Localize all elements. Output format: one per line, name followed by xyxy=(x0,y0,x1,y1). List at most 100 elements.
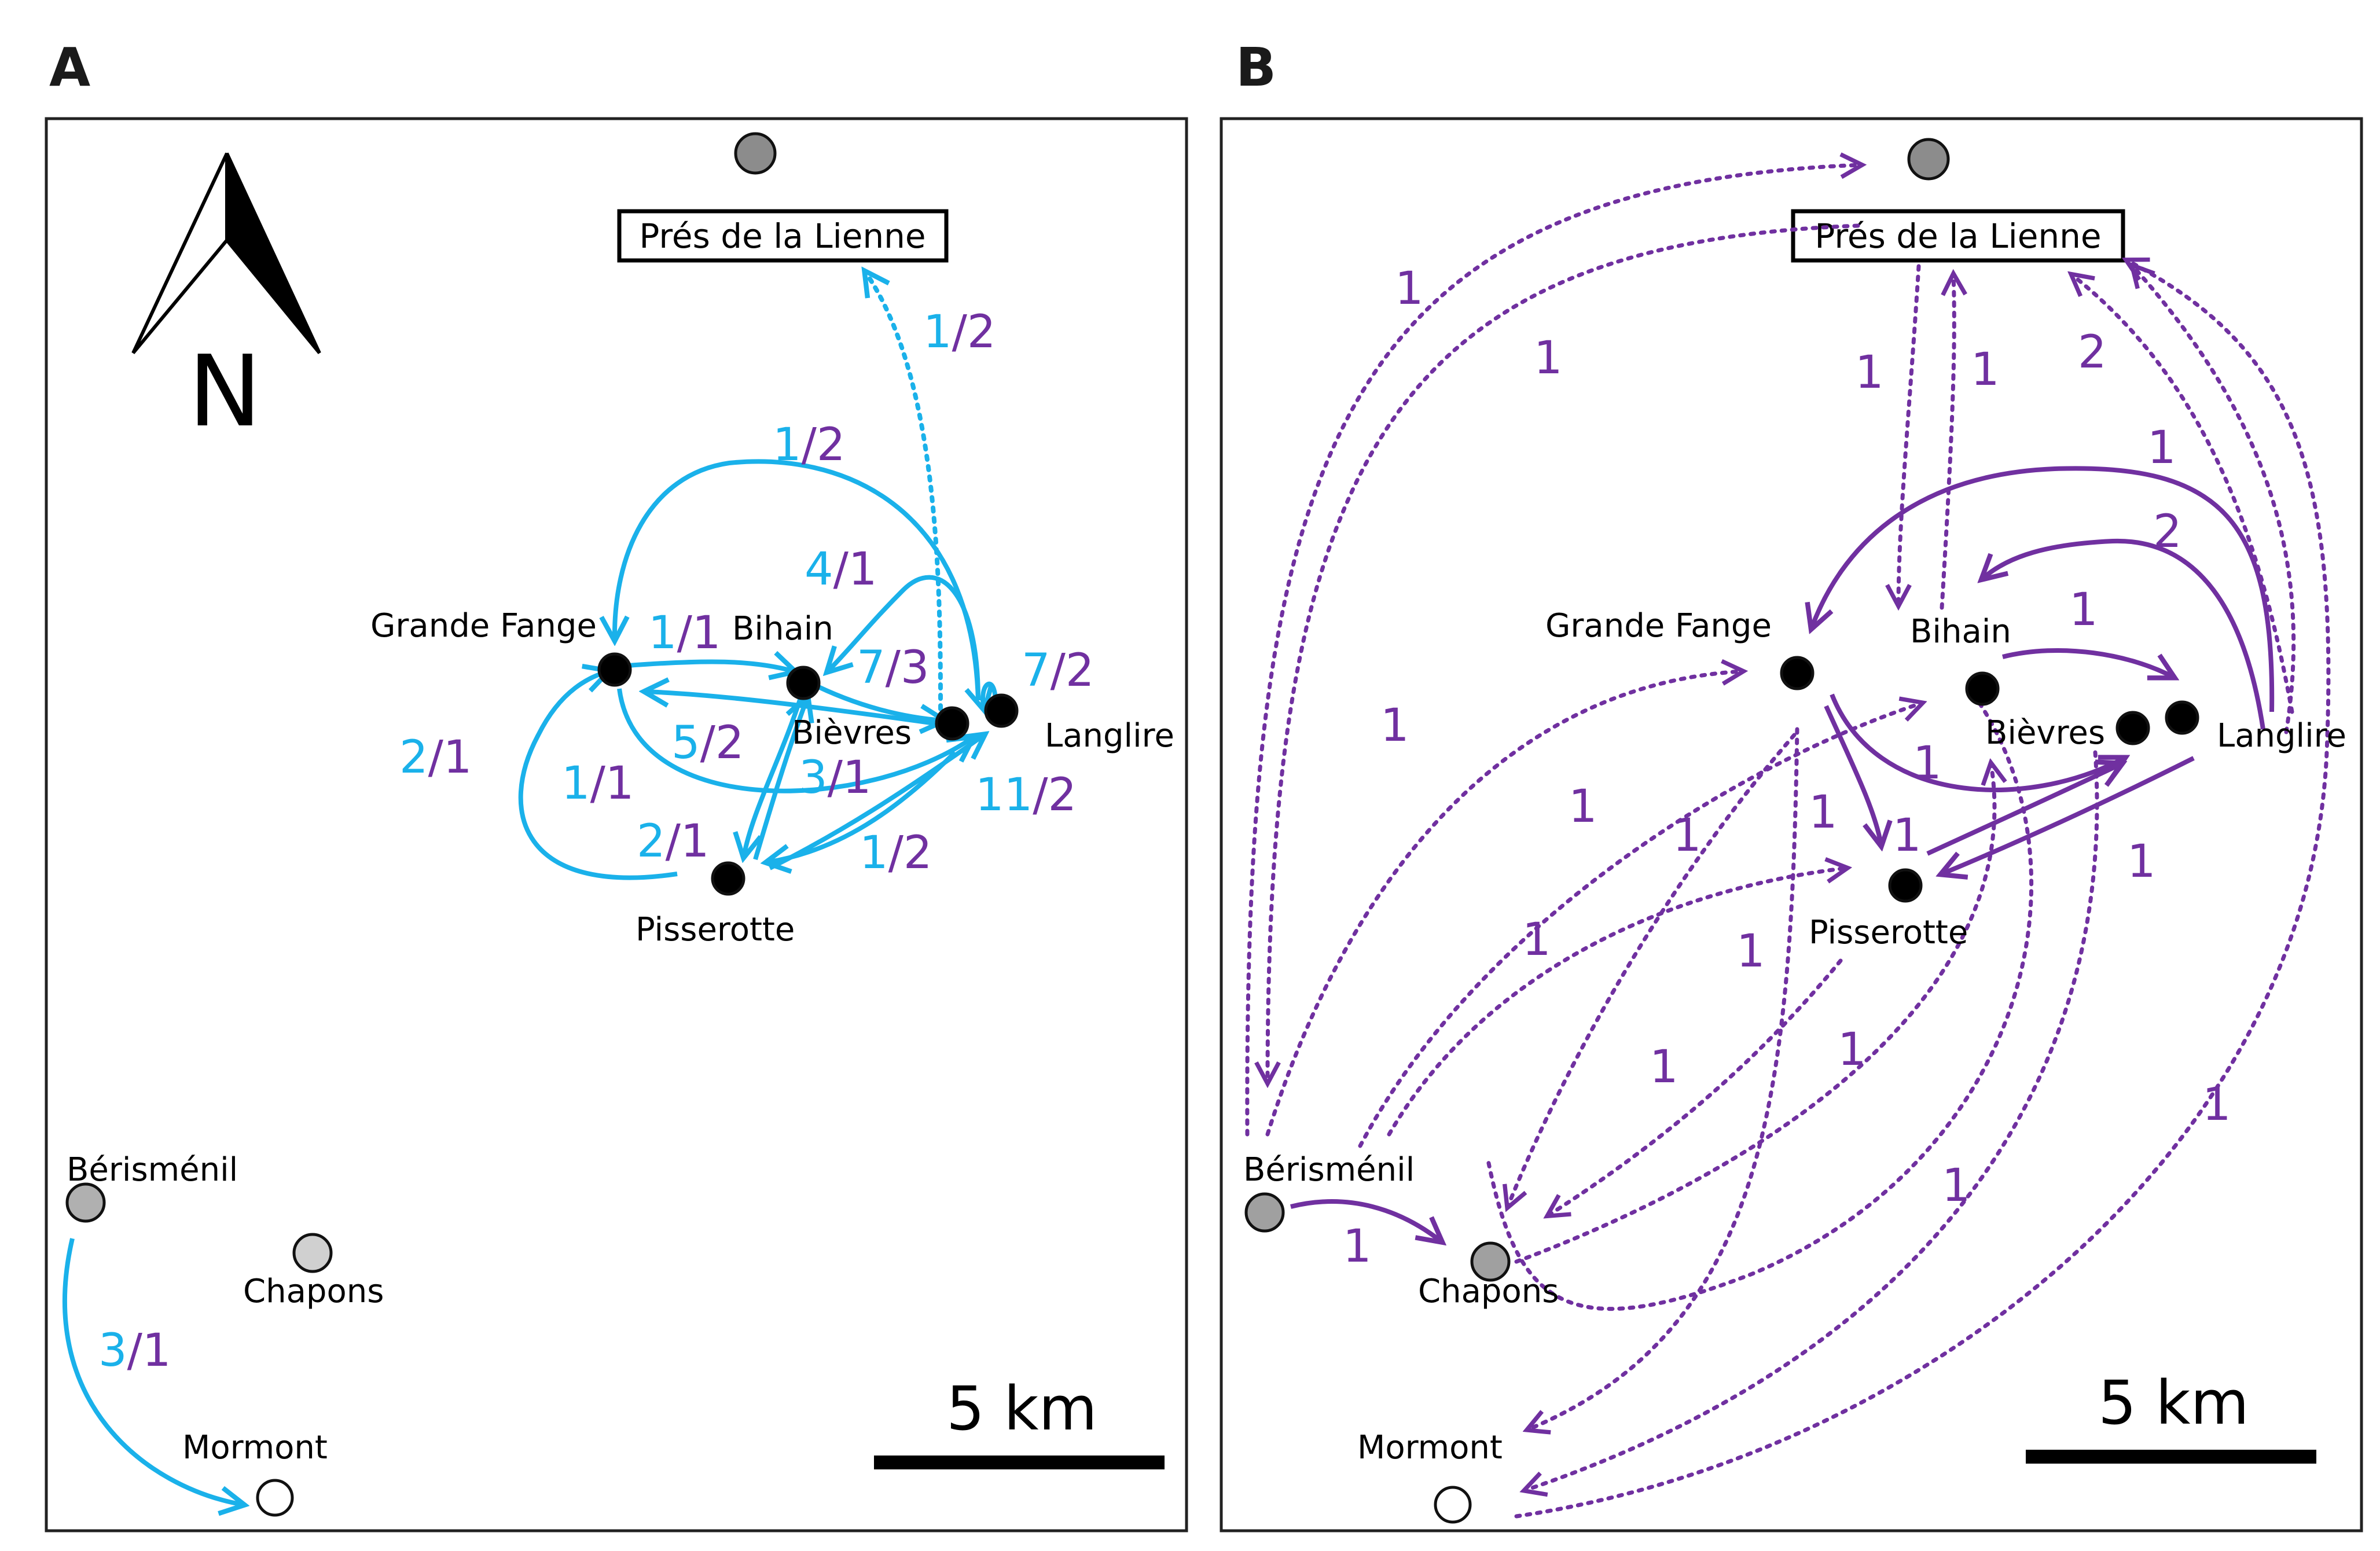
arrow-b-bihain-bievres xyxy=(2002,648,2173,677)
flow-label-b-5: 2 xyxy=(2078,326,2107,378)
flow-label-a-9: 1/1 xyxy=(561,758,634,810)
arrow-b-gf-pisserotte xyxy=(1824,705,1881,845)
flow-label-a-13: 1/2 xyxy=(860,827,932,879)
arrow-a-berismenil-mormont xyxy=(63,1238,243,1505)
arrow-b-pres-berismenil xyxy=(1268,223,1860,1082)
flow-label-b-10: 1 xyxy=(1913,737,1942,789)
site-marker-mormont xyxy=(1434,1486,1472,1524)
arrow-a-langlire-bihain xyxy=(828,575,980,701)
flow-label-a-7: 2/1 xyxy=(399,732,472,784)
arrow-b-gf-mormont xyxy=(1528,727,1799,1429)
site-marker-pres-de-la-lienne xyxy=(734,132,777,175)
site-label-berismenil: Bérisménil xyxy=(1243,1151,1415,1189)
panel-a-arrows xyxy=(63,272,998,1505)
pres-de-la-lienne-label: Prés de la Lienne xyxy=(639,216,925,256)
flow-label-b-14: 1 xyxy=(1893,810,1922,862)
flow-label-b-17: 1 xyxy=(1736,925,1765,977)
arrow-b-berismenil-pres xyxy=(1245,165,1861,1137)
arrow-b-bihain-loop xyxy=(1485,692,2034,1311)
site-label-grande-fange: Grande Fange xyxy=(1545,607,1772,645)
site-marker-grande-fange xyxy=(1780,656,1815,690)
site-label-pisserotte: Pisserotte xyxy=(1809,914,1968,951)
flow-label-b-21: 1 xyxy=(1942,1160,1971,1212)
site-marker-pisserotte xyxy=(1888,868,1923,903)
flow-label-b-22: 1 xyxy=(1343,1221,1372,1273)
flow-label-b-3: 1 xyxy=(1855,347,1884,399)
panel-b-flow-labels: 1 1 1 1 2 1 2 1 1 1 1 1 1 1 1 1 1 1 1 1 … xyxy=(1343,263,2231,1273)
flow-label-b-11: 1 xyxy=(1569,781,1597,833)
site-marker-grande-fange xyxy=(597,652,632,687)
flow-label-a-12: 2/1 xyxy=(637,815,710,868)
flow-label-b-20: 1 xyxy=(2202,1079,2231,1131)
site-label-grande-fange: Grande Fange xyxy=(370,607,597,645)
arrow-b-mormont-pres xyxy=(1514,260,2331,1519)
site-marker-berismenil xyxy=(65,1182,106,1223)
arrow-b-langlire-bihain xyxy=(1982,538,2265,730)
site-marker-pisserotte xyxy=(711,861,745,896)
flow-label-b-18: 1 xyxy=(1650,1041,1679,1093)
arrow-b-langlire-pres xyxy=(2072,275,2294,714)
site-marker-chapons xyxy=(1470,1241,1511,1282)
arrow-b-langlire-grandefange xyxy=(1812,466,2275,712)
arrow-b-chapons-bihain xyxy=(1514,764,1995,1264)
site-label-bihain: Bihain xyxy=(1910,613,2011,650)
arrow-b-bihain-pres xyxy=(1940,275,1954,610)
site-marker-bievres xyxy=(2115,711,2150,745)
flow-label-b-16: 1 xyxy=(1522,914,1551,966)
arrow-a-bievres-gf xyxy=(645,692,935,726)
flow-label-a-6: 7/2 xyxy=(1022,645,1094,697)
flow-label-a-4: 1/1 xyxy=(648,607,721,659)
site-label-langlire: Langlire xyxy=(1045,717,1174,755)
arrow-b-bievres-mormont xyxy=(1525,750,2099,1490)
flow-label-b-9: 1 xyxy=(1380,700,1409,752)
arrow-b-berismenil-gf xyxy=(1265,671,1742,1137)
site-marker-pres-de-la-lienne xyxy=(1907,138,1950,181)
arrow-b-berismenil-pisserotte xyxy=(1387,868,1846,1137)
site-marker-langlire xyxy=(984,693,1019,728)
arrow-b-pisserotte-chapons xyxy=(1548,958,1843,1215)
arrow-a-pisserotte-gf xyxy=(518,671,678,880)
flow-label-b-7: 2 xyxy=(2153,506,2182,558)
panel-b: B Prés de la Lienne xyxy=(1220,36,2363,1532)
scale-bar-b xyxy=(2026,1450,2316,1464)
flow-label-b-6: 1 xyxy=(2147,422,2176,474)
site-label-bihain: Bihain xyxy=(732,610,833,648)
panel-b-label: B xyxy=(1236,36,1276,98)
flow-label-b-2: 1 xyxy=(1534,332,1563,384)
arrow-a-gf-bihain xyxy=(627,661,794,671)
arrow-a-bievres-langlire xyxy=(983,681,998,709)
site-label-bievres: Bièvres xyxy=(792,714,912,752)
flow-label-a-2: 1/2 xyxy=(773,419,846,471)
scale-label-a: 5 km xyxy=(946,1373,1097,1444)
arrow-a-pisserotte-langlire xyxy=(769,735,984,870)
site-label-bievres: Bièvres xyxy=(1985,714,2105,752)
panel-b-arrows xyxy=(1245,165,2331,1519)
flow-label-b-8: 1 xyxy=(2069,584,2098,636)
site-label-chapons: Chapons xyxy=(1418,1273,1559,1310)
pres-de-la-lienne-label: Prés de la Lienne xyxy=(1815,216,2101,256)
arrow-a-pisserotte-bihain xyxy=(753,697,807,861)
site-marker-bievres xyxy=(935,706,969,741)
flow-label-b-4: 1 xyxy=(1971,344,2000,396)
site-marker-berismenil xyxy=(1244,1192,1285,1233)
site-label-langlire: Langlire xyxy=(2217,717,2346,755)
site-marker-chapons xyxy=(292,1233,333,1273)
site-marker-mormont xyxy=(256,1479,294,1517)
pres-de-la-lienne-box xyxy=(617,209,949,263)
flow-label-b-19: 1 xyxy=(1838,1024,1867,1076)
site-label-mormont: Mormont xyxy=(182,1429,328,1467)
site-label-pisserotte: Pisserotte xyxy=(636,911,795,949)
flow-label-a-8: 5/2 xyxy=(671,717,744,769)
arrow-b-berismenil-bihain xyxy=(1358,703,1922,1148)
flow-label-a-14: 3/1 xyxy=(98,1325,171,1377)
north-label: N xyxy=(188,335,262,449)
site-label-mormont: Mormont xyxy=(1357,1429,1503,1467)
panel-a-label: A xyxy=(49,36,90,98)
site-marker-bihain xyxy=(786,666,821,700)
arrow-b-pres-bihain xyxy=(1898,264,1921,605)
arrow-a-to-pres xyxy=(865,272,943,711)
flow-label-a-11: 11/2 xyxy=(975,769,1077,821)
north-arrow-icon xyxy=(131,152,321,354)
flow-label-a-1: 1/2 xyxy=(923,306,996,358)
